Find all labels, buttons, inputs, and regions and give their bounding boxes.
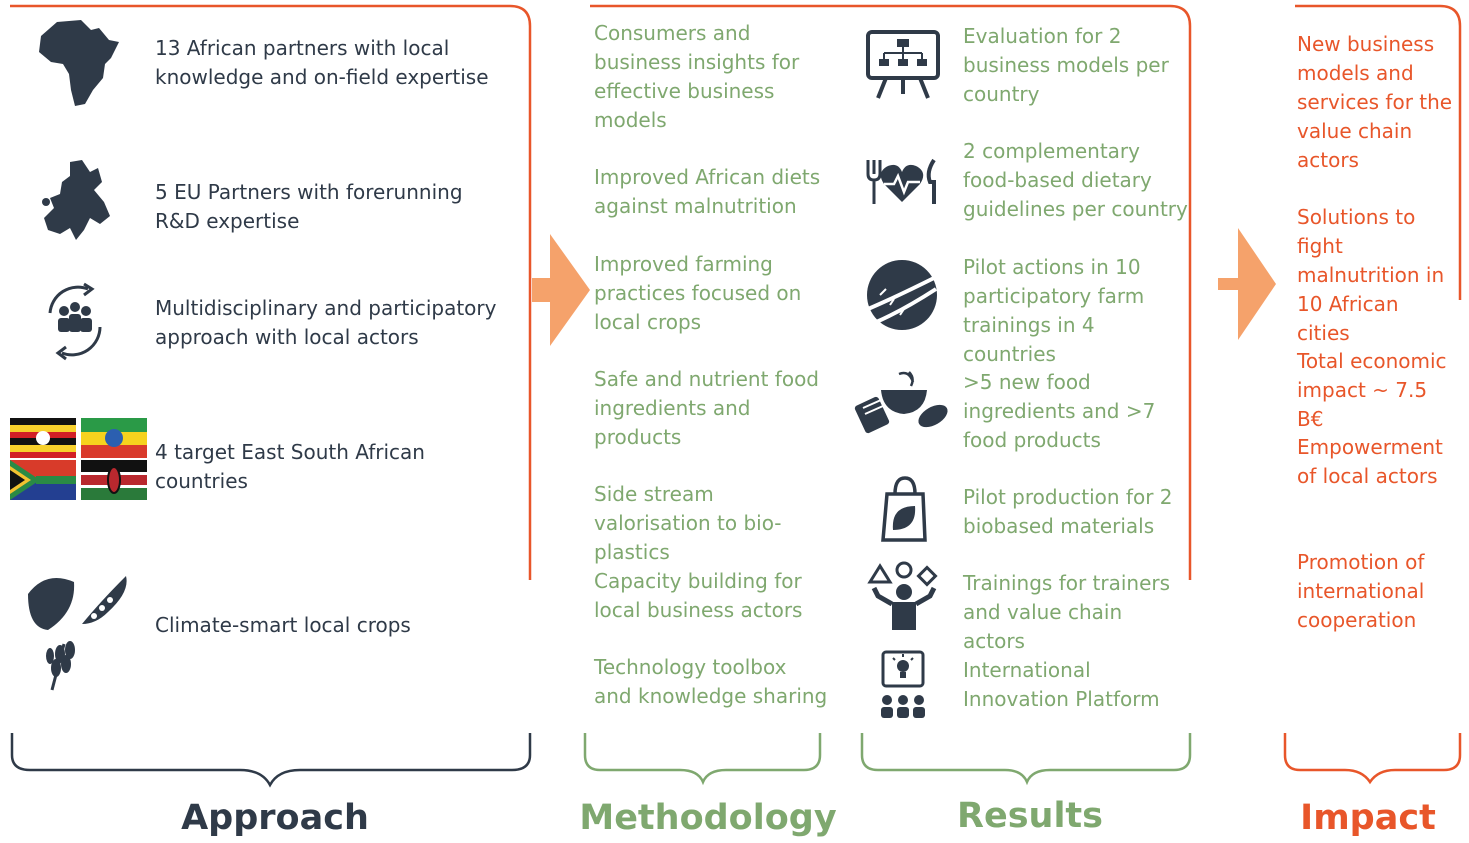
methodology-label: Methodology <box>579 798 837 838</box>
impact-label: Impact <box>1300 798 1436 838</box>
approach-item-target-countries: 4 target East South African countries <box>155 440 425 493</box>
impact-item-fight-malnutrition: Solutions to fight malnutrition in 10 Af… <box>1297 205 1445 345</box>
heart-cutlery-icon <box>866 158 936 204</box>
arrow-results-to-impact <box>1218 228 1276 340</box>
result-item-dietary-guidelines: 2 complementary food-based dietary guide… <box>963 139 1188 221</box>
result-item-pilot-production: Pilot production for 2 biobased material… <box>963 485 1173 538</box>
africa-map-icon <box>39 20 119 106</box>
farm-field-icon <box>867 260 938 330</box>
methodology-item-consumer-insights: Consumers and business insights for effe… <box>594 21 800 132</box>
approach-item-climate-smart-crops: Climate-smart local crops <box>155 613 411 637</box>
result-item-pilot-actions: Pilot actions in 10 participatory farm t… <box>963 255 1145 366</box>
methodology-item-technology-toolbox: Technology toolbox and knowledge sharing <box>594 655 828 708</box>
methodology-item-food-ingredients: Safe and nutrient food ingredients and p… <box>594 367 819 449</box>
result-item-innovation-platform: International Innovation Platform <box>963 658 1160 711</box>
methodology-item-side-stream: Side stream valorisation to bio-plastics <box>594 482 782 564</box>
crops-icon <box>28 576 127 691</box>
result-item-business-models: Evaluation for 2 business models per cou… <box>963 24 1169 106</box>
approach-item-multidisciplinary: Multidisciplinary and participatory appr… <box>155 296 497 349</box>
trainer-juggling-icon <box>867 561 938 630</box>
impact-item-international-cooperation: Promotion of international cooperation <box>1297 550 1425 632</box>
arrow-approach-to-methodology <box>532 234 590 346</box>
impact-item-new-business-models: New business models and services for the… <box>1297 32 1453 172</box>
results-label: Results <box>957 796 1103 836</box>
result-item-trainings: Trainings for trainers and value chain a… <box>963 571 1171 653</box>
south-africa-flag-icon <box>10 460 76 500</box>
methodology-item-farming: Improved farming practices focused on lo… <box>594 252 802 334</box>
methodology-item-diets: Improved African diets against malnutrit… <box>594 165 821 218</box>
approach-item-african-partners: 13 African partners with local knowledge… <box>155 36 489 89</box>
result-item-food-ingredients: >5 new food ingredients and >7 food prod… <box>963 370 1156 452</box>
people-cycle-icon <box>48 282 102 361</box>
biobased-bag-icon <box>881 476 927 542</box>
impact-item-economic-impact: Total economic impact ~ 7.5 B€ <box>1297 349 1447 431</box>
kenya-flag-icon <box>81 460 147 500</box>
presentation-board-icon <box>866 30 940 99</box>
ethiopia-flag-icon <box>81 418 147 458</box>
food-products-icon <box>854 371 948 434</box>
approach-item-eu-partners: 5 EU Partners with forerunning R&D exper… <box>155 180 463 233</box>
impact-item-empowerment: Empowerment of local actors <box>1297 435 1443 488</box>
uganda-flag-icon <box>10 418 76 458</box>
methodology-item-capacity-building: Capacity building for local business act… <box>594 569 803 622</box>
innovation-platform-icon <box>881 650 925 718</box>
europe-map-icon <box>42 160 110 240</box>
approach-label: Approach <box>181 798 369 838</box>
